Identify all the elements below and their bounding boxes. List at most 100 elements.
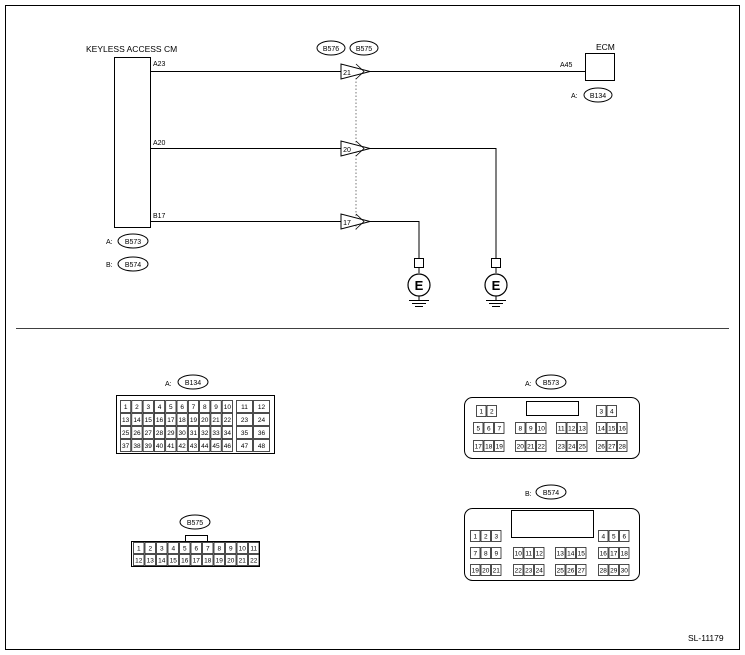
connector-id-b574: B574 (125, 262, 141, 269)
connector-b134-header: A: B134 (165, 374, 209, 390)
pin-cell (596, 440, 607, 452)
pin-number: 15 (145, 417, 153, 424)
pin-cell (491, 530, 502, 542)
pin-cell (513, 547, 524, 559)
connector-b574-latch (511, 510, 594, 538)
pin-number: 23 (241, 417, 249, 424)
pin-cell (176, 439, 188, 452)
pin-cell (470, 564, 481, 576)
pin-number: 21 (239, 557, 247, 564)
pin-number: 16 (600, 550, 608, 557)
pin-number: 15 (578, 550, 586, 557)
pin-cell (120, 413, 132, 426)
pin-cell (576, 547, 587, 559)
pin-number: 29 (167, 430, 175, 437)
pin-number: 43 (190, 443, 198, 450)
pin-cell (225, 554, 237, 566)
keyless-access-cm-box (114, 57, 151, 228)
ground-symbol-2: E (484, 258, 508, 307)
pin-number: 11 (558, 425, 565, 432)
pin-cell (187, 426, 199, 439)
pin-number: 1 (124, 404, 128, 411)
pin-number: 7 (497, 425, 501, 432)
svg-text:B134: B134 (590, 93, 606, 100)
pin-cell (577, 440, 588, 452)
pin-cell (525, 440, 536, 452)
pin-number: 4 (610, 408, 614, 415)
pin-cell (480, 547, 491, 559)
frame (5, 5, 740, 650)
pin-cell (606, 405, 617, 417)
pin-cell (515, 440, 526, 452)
pin-cell (619, 530, 630, 542)
pin-number: 44 (201, 443, 209, 450)
pin-cell (608, 564, 619, 576)
pin-cell (142, 439, 154, 452)
pin-cell (120, 439, 132, 452)
pin-cell (165, 426, 177, 439)
pin-cell (221, 426, 233, 439)
pin-number: 8 (484, 550, 488, 557)
pin-cell (486, 405, 497, 417)
pin-cell (525, 422, 536, 434)
pin-number: 12 (568, 425, 576, 432)
svg-text:B576: B576 (323, 46, 339, 53)
pin-number: 23 (525, 567, 533, 574)
pin-number: 16 (619, 425, 627, 432)
pin-cell (120, 400, 132, 413)
pin-number: 13 (122, 417, 130, 424)
pin-cell (606, 422, 617, 434)
pin-cell (480, 530, 491, 542)
pin-number: 38 (133, 443, 141, 450)
pin-number: 23 (558, 443, 566, 450)
pin-number: 25 (557, 567, 565, 574)
pin-cell (156, 542, 168, 554)
connector-b573-header: A: B573 (525, 374, 567, 390)
pin-cell (133, 554, 145, 566)
pin-cell (202, 554, 214, 566)
pin-number: 34 (224, 430, 232, 437)
pin-cell (565, 564, 576, 576)
pin-cell (491, 547, 502, 559)
pin-number: 19 (472, 567, 480, 574)
pin-cell (555, 564, 566, 576)
pin-cell (199, 400, 211, 413)
connector-b573-latch (526, 401, 579, 416)
pin-number: 10 (515, 550, 523, 557)
pin-number: 18 (485, 443, 493, 450)
pin-cell (236, 426, 253, 439)
pin-number: 1 (473, 533, 477, 540)
pin-cell (253, 400, 270, 413)
pin-cell (187, 413, 199, 426)
pin-number: 22 (515, 567, 523, 574)
svg-text:17: 17 (343, 220, 351, 227)
pin-cell (167, 542, 179, 554)
pin-number: 11 (250, 545, 257, 552)
pin-cell (523, 564, 534, 576)
pin-cell (199, 413, 211, 426)
pin-number: 15 (170, 557, 178, 564)
svg-text:21: 21 (343, 70, 351, 77)
pin-cell (494, 422, 505, 434)
pin-cell (236, 439, 253, 452)
pin-number: 21 (527, 443, 535, 450)
pin-number: 24 (258, 417, 266, 424)
pin-cell (566, 440, 577, 452)
pin-a20-label: A20 (153, 140, 166, 147)
pin-cell (154, 426, 166, 439)
pin-cell (179, 554, 191, 566)
pin-number: 5 (476, 425, 480, 432)
pin-number: 9 (529, 425, 533, 432)
pin-cell (470, 547, 481, 559)
pin-number: 14 (133, 417, 141, 424)
pin-cell (154, 413, 166, 426)
pin-cell (199, 439, 211, 452)
pin-number: 33 (212, 430, 220, 437)
pin-number: 27 (578, 567, 586, 574)
pin-number: 24 (536, 567, 544, 574)
pin-number: 37 (122, 443, 130, 450)
